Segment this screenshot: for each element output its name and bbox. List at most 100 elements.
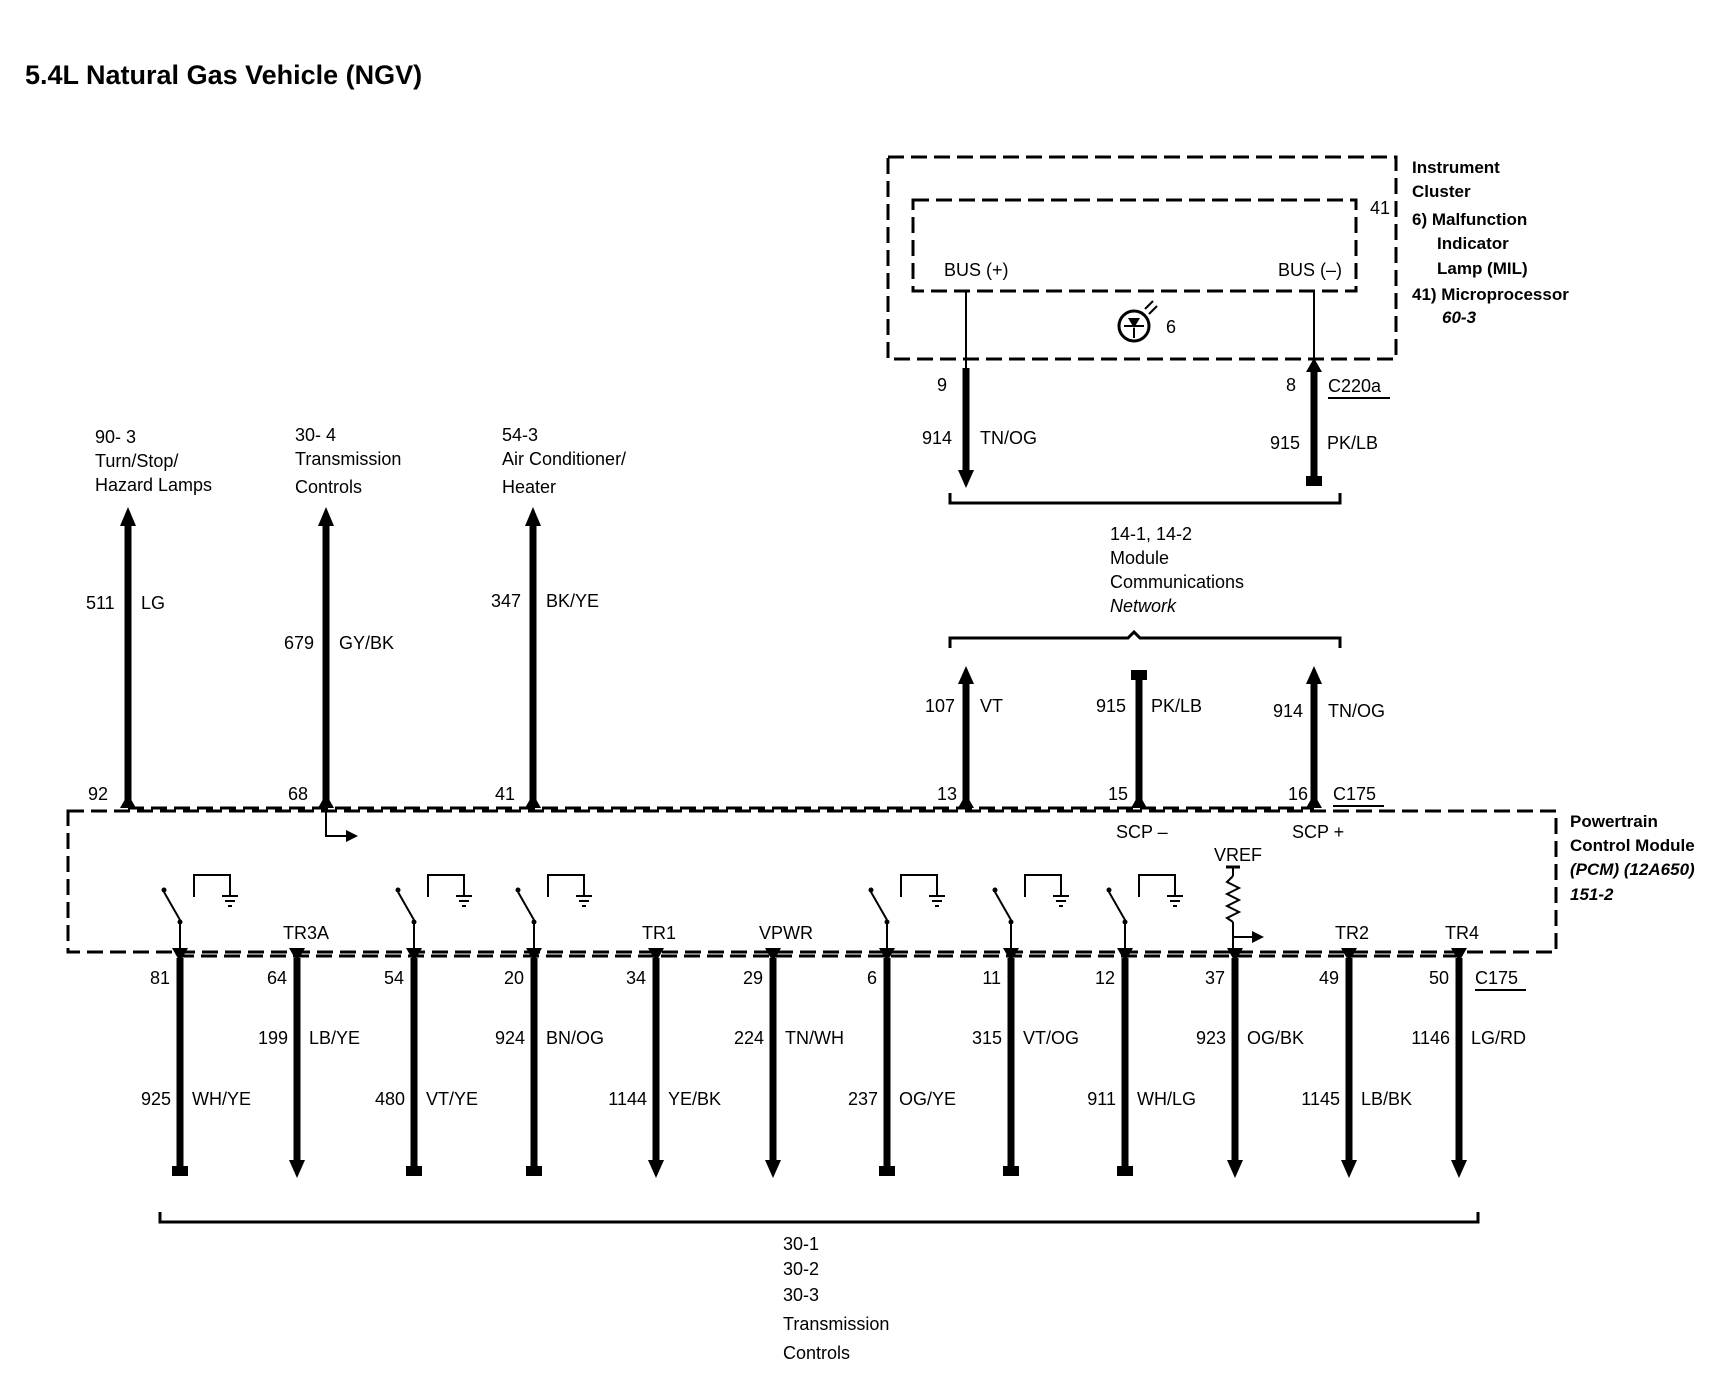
top-wire-circuit: 347 xyxy=(491,591,521,611)
bottom-brace xyxy=(158,1212,1480,1224)
instrument-cluster-name-1: Instrument xyxy=(1412,158,1500,177)
network-ref-2: Module xyxy=(1110,548,1169,568)
wire-color: BN/OG xyxy=(546,1028,604,1048)
vref-label: VREF xyxy=(1214,845,1262,865)
wire-circuit: 911 xyxy=(1087,1089,1116,1109)
wire-circuit: 1146 xyxy=(1411,1028,1450,1048)
diagram-title: 5.4L Natural Gas Vehicle (NGV) xyxy=(25,60,422,90)
top-wire-679: 30- 4 Transmission Controls 679 GY/BK 68 xyxy=(284,425,401,808)
wire-color: YE/BK xyxy=(668,1089,721,1109)
network-wire-pin: 15 xyxy=(1108,784,1128,804)
cluster-wire-pin: 9 xyxy=(937,375,947,395)
top-wire-dest-1: 30- 4 xyxy=(295,425,336,445)
top-wire-circuit: 679 xyxy=(284,633,314,653)
switch-ground-icon xyxy=(992,874,1069,948)
wire-pin: 50 xyxy=(1429,968,1449,988)
wire-pin: 20 xyxy=(504,968,524,988)
wire-arrow xyxy=(765,1160,781,1178)
wire-arrow xyxy=(1341,1160,1357,1178)
connector-c220a: C220a xyxy=(1328,376,1382,396)
instrument-cluster-page-ref: 60-3 xyxy=(1442,308,1477,327)
top-wire-dest-3: Hazard Lamps xyxy=(95,475,212,495)
network-wire-circuit: 107 xyxy=(925,696,955,716)
mil-lamp-icon xyxy=(1117,300,1158,343)
instrument-cluster-legend-3: Lamp (MIL) xyxy=(1437,259,1528,278)
wire-pin: 11 xyxy=(982,968,1001,988)
wire-connector-mark xyxy=(1003,948,1019,962)
microprocessor-ref: 41 xyxy=(1370,198,1390,218)
network-wire-pin: 16 xyxy=(1288,784,1308,804)
wire-color: WH/YE xyxy=(192,1089,251,1109)
top-wire-dest-2: Air Conditioner/ xyxy=(502,449,626,469)
bus-minus-label: BUS (–) xyxy=(1278,260,1342,280)
cluster-wire-914: 9 914 TN/OG xyxy=(922,292,1037,488)
wire-pin: 37 xyxy=(1205,968,1225,988)
top-wire-dest-2: Turn/Stop/ xyxy=(95,451,178,471)
top-wire-dest-2: Transmission xyxy=(295,449,401,469)
top-wire-dest-1: 90- 3 xyxy=(95,427,136,447)
connector-c175-top: C175 xyxy=(1333,784,1376,804)
wire-color: WH/LG xyxy=(1137,1089,1196,1109)
network-wire-color: PK/LB xyxy=(1151,696,1202,716)
scp-minus-label: SCP – xyxy=(1116,822,1168,842)
cluster-wire-pin: 8 xyxy=(1286,375,1296,395)
network-wire-color: TN/OG xyxy=(1328,701,1385,721)
wire-connector-mark xyxy=(526,948,542,962)
wire-arrow xyxy=(1227,1160,1243,1178)
instrument-cluster: 41 BUS (+) BUS (–) 6 Instrument Cluster … xyxy=(886,155,1569,399)
wire-arrow xyxy=(1451,1160,1467,1178)
wire-color: LG/RD xyxy=(1471,1028,1526,1048)
network-brace-top xyxy=(948,493,1342,505)
wire-function-label: VPWR xyxy=(759,923,813,943)
wire-circuit: 1145 xyxy=(1301,1089,1340,1109)
wire-connector-mark xyxy=(879,948,895,962)
top-wire-dest-1: 54-3 xyxy=(502,425,538,445)
wire-function-label: TR2 xyxy=(1335,923,1369,943)
pcm-name-3: (PCM) (12A650) xyxy=(1570,860,1695,879)
instrument-cluster-name-2: Cluster xyxy=(1412,182,1471,201)
vref-resistor-icon xyxy=(1224,865,1264,948)
pcm-name-1: Powertrain xyxy=(1570,812,1658,831)
wire-pin: 29 xyxy=(743,968,763,988)
bottom-ref-5: Controls xyxy=(783,1343,850,1363)
network-wire-circuit: 914 xyxy=(1273,701,1303,721)
instrument-cluster-box xyxy=(886,155,1398,361)
network-ref-4: Network xyxy=(1110,596,1177,616)
connector-c175-bottom: C175 xyxy=(1475,968,1518,988)
pcm-page-ref: 151-2 xyxy=(1570,885,1614,904)
instrument-cluster-legend-4: 41) Microprocessor xyxy=(1412,285,1569,304)
bottom-ref-1: 30-1 xyxy=(783,1234,819,1254)
wire-connector-mark xyxy=(1117,948,1133,962)
switch-ground-icon xyxy=(515,874,592,948)
switch-ground-icon xyxy=(395,874,472,948)
cluster-wire-color: TN/OG xyxy=(980,428,1037,448)
pcm-name-2: Control Module xyxy=(1570,836,1695,855)
scp-plus-label: SCP + xyxy=(1292,822,1344,842)
cluster-wire-915: 8 915 PK/LB xyxy=(1270,292,1378,486)
wire-connector-mark xyxy=(172,948,188,962)
wire-function-label: TR4 xyxy=(1445,923,1479,943)
bottom-ref-4: Transmission xyxy=(783,1314,889,1334)
cluster-wire-circuit: 914 xyxy=(922,428,952,448)
bottom-wire: TR4 50 1146 LG/RD xyxy=(1411,923,1526,1178)
microprocessor-box xyxy=(911,198,1358,293)
wire-color: TN/WH xyxy=(785,1028,844,1048)
wire-arrow xyxy=(289,1160,305,1178)
wire-pin: 54 xyxy=(384,968,404,988)
wire-circuit: 315 xyxy=(972,1028,1002,1048)
network-wire-circuit: 915 xyxy=(1096,696,1126,716)
top-wire-pin: 41 xyxy=(495,784,515,804)
top-wire-347: 54-3 Air Conditioner/ Heater 347 BK/YE 4… xyxy=(491,425,626,808)
network-wire-915: 915 PK/LB 15 xyxy=(1096,670,1202,808)
instrument-cluster-legend-1: 6) Malfunction xyxy=(1412,210,1527,229)
wire-circuit: 237 xyxy=(848,1089,878,1109)
wire-pin: 49 xyxy=(1319,968,1339,988)
